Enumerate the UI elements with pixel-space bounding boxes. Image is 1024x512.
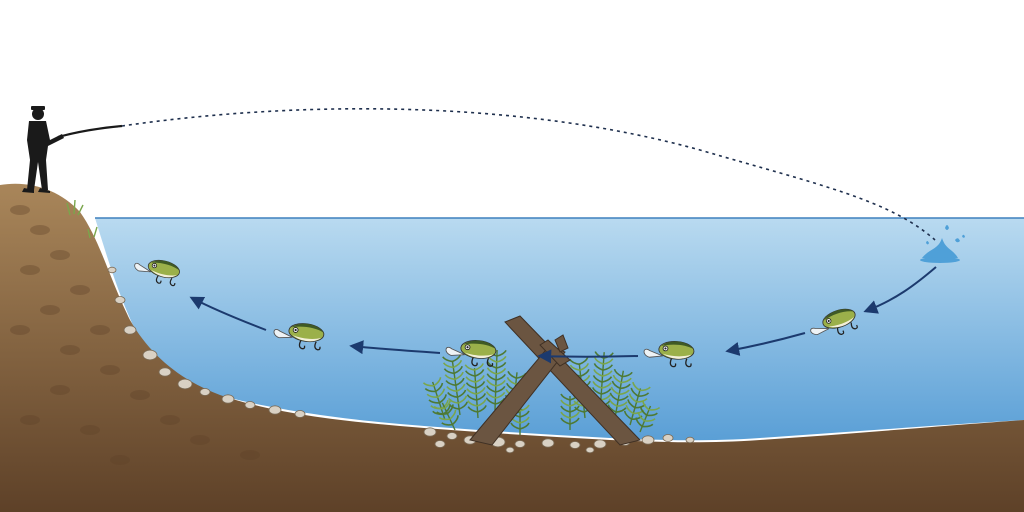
retrieve-arrow-1: [863, 266, 937, 314]
stone: [177, 378, 193, 390]
splash-icon: [920, 225, 965, 263]
stone: [221, 394, 235, 404]
retrieve-arrow-4: [349, 340, 441, 355]
stone: [294, 410, 306, 418]
fishing-rod: [57, 124, 123, 139]
weed-frond: [433, 398, 459, 431]
retrieve-path: [189, 266, 937, 364]
stone: [505, 446, 515, 454]
stone: [123, 325, 137, 335]
stone: [423, 427, 437, 437]
stone: [593, 439, 607, 449]
soil-clump: [30, 225, 50, 235]
soil-clump: [10, 205, 30, 215]
soil-clump: [130, 390, 150, 400]
soil-clump: [50, 385, 70, 395]
soil-clump: [80, 425, 100, 435]
weed-frond: [485, 349, 507, 411]
shoreline-stones: [107, 266, 695, 454]
soil-clump: [60, 345, 80, 355]
soil-clump: [190, 435, 210, 445]
soil-clump: [100, 365, 120, 375]
stone: [446, 432, 458, 440]
stone: [514, 440, 526, 448]
retrieve-arrow-5: [189, 296, 267, 331]
stone: [662, 434, 674, 442]
soil-clump: [160, 415, 180, 425]
stone: [585, 446, 595, 454]
stone: [685, 436, 695, 444]
bank-texture: [10, 205, 260, 465]
stone: [244, 401, 256, 409]
soil-clump: [90, 325, 110, 335]
retrieve-arrow-2: [725, 332, 806, 356]
weed-frond: [607, 368, 633, 419]
stone: [107, 266, 117, 274]
stone: [569, 441, 581, 449]
water-body: [95, 218, 1024, 441]
weed-frond: [635, 400, 661, 433]
stone: [114, 296, 126, 304]
stone: [268, 405, 282, 415]
soil-clump: [110, 455, 130, 465]
soil-clump: [70, 285, 90, 295]
bank-grass: [66, 199, 98, 239]
stone: [158, 367, 172, 377]
weed-frond: [560, 393, 580, 430]
stone: [641, 435, 655, 445]
soil-clump: [20, 265, 40, 275]
soil-clump: [50, 250, 70, 260]
sunken-log-icon: [469, 315, 641, 446]
lake-bottom: [0, 183, 1024, 512]
stone: [199, 388, 211, 396]
angler-silhouette-icon: [22, 106, 64, 193]
stone: [142, 349, 158, 361]
soil-clump: [20, 415, 40, 425]
soil-clump: [10, 325, 30, 335]
retrieve-arrow-3: [537, 349, 639, 364]
stone: [541, 438, 555, 448]
soil-clump: [40, 305, 60, 315]
weed-bed: [422, 349, 661, 435]
soil-clump: [240, 450, 260, 460]
stone: [434, 440, 446, 448]
weed-frond: [464, 363, 487, 419]
